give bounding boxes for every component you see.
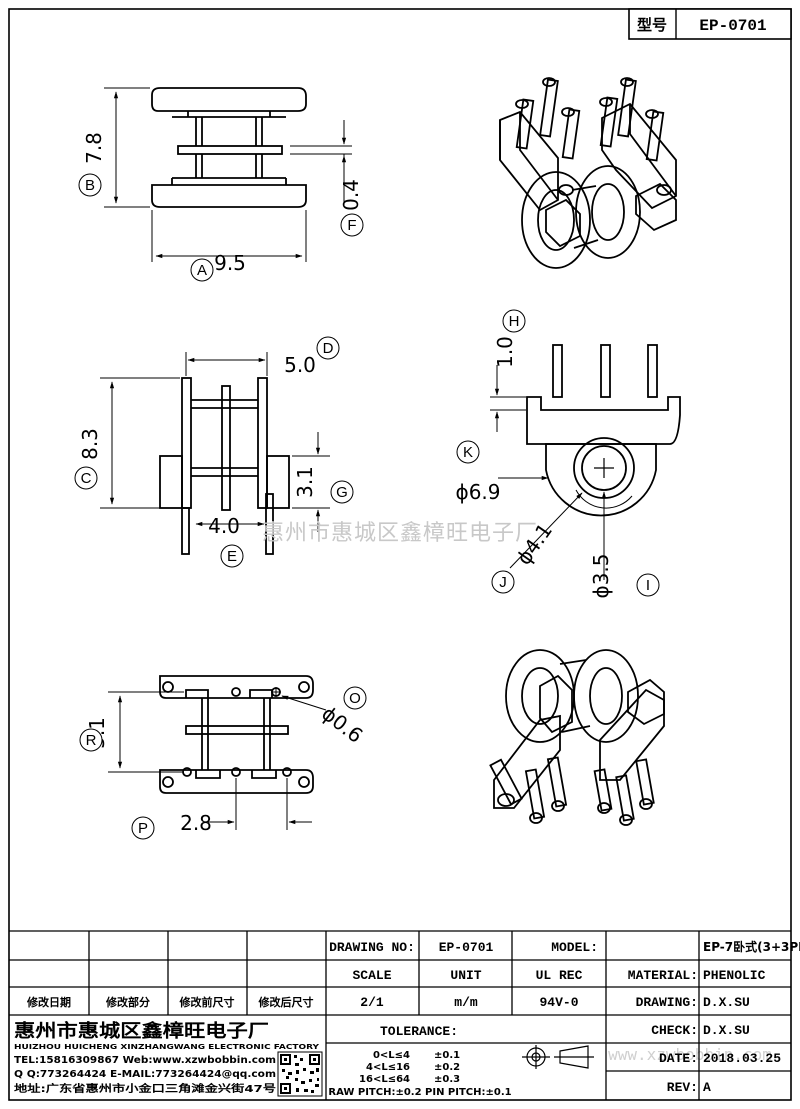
scale-label: SCALE	[352, 968, 391, 983]
svg-text:G: G	[336, 484, 348, 501]
side-view	[159, 377, 290, 555]
model-label: MODEL:	[551, 940, 598, 955]
svg-text:J: J	[499, 574, 507, 591]
company-name-cn: 惠州市惠城区鑫樟旺电子厂	[14, 1020, 269, 1042]
part-number: EP-0701	[699, 17, 766, 35]
dimension-b-value: 7.8	[82, 132, 106, 164]
front-view	[151, 87, 307, 208]
projection-symbol-icon	[522, 1045, 594, 1069]
tolerance-value-2: ±0.2	[434, 1062, 460, 1073]
callout-c: C	[74, 466, 98, 490]
end-view	[526, 344, 681, 517]
material-value: PHENOLIC	[703, 968, 766, 983]
title-block: DRAWING NO: EP-0701 MODEL: EP-7卧式(3+3PIN…	[9, 930, 800, 1100]
svg-text:I: I	[646, 577, 650, 594]
date-label: DATE:	[659, 1051, 698, 1066]
svg-text:P: P	[138, 820, 148, 837]
qr-code-icon	[277, 1051, 323, 1097]
dimension-p-value: 2.8	[180, 811, 212, 835]
pitch-tolerance: RAW PITCH:±0.2 PIN PITCH:±0.1	[328, 1087, 511, 1098]
svg-text:H: H	[509, 313, 520, 330]
dimension-e-value: 4.0	[208, 514, 240, 538]
dimension-g-value: 3.1	[293, 466, 317, 498]
unit-value: m/m	[454, 995, 478, 1010]
drawing-no-value: EP-0701	[439, 940, 494, 955]
tolerance-range-1: 0<L≤4	[373, 1050, 410, 1061]
date-value: 2018.03.25	[703, 1051, 781, 1066]
rev-table-header-2: 修改部分	[105, 995, 150, 1009]
drawing-label: DRAWING:	[636, 995, 698, 1010]
callout-i: I	[636, 573, 660, 597]
dimension-h-value: 1.0	[493, 336, 517, 368]
company-tel-web: TEL:15816309867 Web:www.xzwbobbin.com	[14, 1055, 276, 1066]
callout-j: J	[491, 570, 515, 594]
company-address: 地址:广东省惠州市小金口三角滩金兴街47号	[14, 1082, 276, 1095]
drawing-no-label: DRAWING NO:	[329, 940, 415, 955]
material-label: MATERIAL:	[628, 968, 698, 983]
dimension-a-value: 9.5	[214, 251, 246, 275]
svg-text:K: K	[463, 444, 473, 461]
dimension-c-value: 8.3	[78, 428, 102, 460]
dimension-i-value: ϕ3.5	[589, 554, 613, 599]
ul-rec-label: UL REC	[536, 968, 583, 983]
isometric-view-top	[499, 77, 677, 269]
callout-f: F	[340, 213, 364, 237]
callout-p: P	[131, 816, 155, 840]
callout-o: O	[343, 686, 367, 710]
callout-d: D	[316, 336, 340, 360]
dimension-k-value: ϕ6.9	[456, 480, 501, 504]
tolerance-label: TOLERANCE:	[380, 1024, 458, 1039]
tolerance-range-3: 16<L≤64	[359, 1074, 410, 1085]
ul-rec-value: 94V-0	[539, 995, 578, 1010]
watermark-site: www.xzwbobbin.com	[608, 1045, 772, 1064]
type-label: 型号	[637, 16, 667, 34]
callout-k: K	[456, 440, 480, 464]
front-view-dimensions	[104, 87, 352, 262]
tolerance-value-3: ±0.3	[434, 1074, 460, 1085]
rev-table-header-3: 修改前尺寸	[179, 995, 235, 1009]
watermark-text: 惠州市惠城区鑫樟旺电子厂	[262, 521, 538, 546]
callout-e: E	[220, 544, 244, 568]
svg-text:E: E	[227, 548, 237, 565]
isometric-view-bottom	[489, 649, 665, 826]
callout-g: G	[330, 480, 354, 504]
check-by-value: D.X.SU	[703, 1023, 750, 1038]
scale-value: 2/1	[360, 995, 384, 1010]
svg-text:B: B	[85, 177, 95, 194]
tolerance-range-2: 4<L≤16	[366, 1062, 410, 1073]
svg-text:C: C	[81, 470, 92, 487]
dimension-d-value: 5.0	[284, 353, 316, 377]
svg-text:O: O	[349, 690, 361, 707]
svg-text:D: D	[323, 340, 334, 357]
unit-label: UNIT	[450, 968, 481, 983]
callout-h: H	[502, 309, 526, 333]
bottom-view-dimensions	[108, 691, 327, 830]
svg-text:F: F	[347, 217, 356, 234]
end-view-dimensions	[490, 365, 607, 580]
bottom-view	[159, 675, 314, 794]
rev-value: A	[703, 1080, 711, 1095]
check-label: CHECK:	[651, 1023, 698, 1038]
rev-label: REV:	[667, 1080, 698, 1095]
dimension-f-value: 0.4	[339, 179, 363, 211]
svg-text:A: A	[197, 262, 207, 279]
rev-table-header-4: 修改后尺寸	[258, 995, 314, 1009]
drawing-by-value: D.X.SU	[703, 995, 750, 1010]
callout-r: R	[79, 728, 103, 752]
svg-text:R: R	[86, 732, 97, 749]
callout-a: A	[190, 258, 214, 282]
drawing-border	[8, 8, 792, 1101]
callout-b: B	[78, 173, 102, 197]
header-box: 型号 EP-0701	[628, 8, 792, 40]
side-view-dimensions	[100, 352, 330, 532]
tolerance-value-1: ±0.1	[434, 1050, 460, 1061]
rev-table-header-1: 修改日期	[26, 995, 71, 1009]
model-value: EP-7卧式(3+3PIN)	[703, 939, 800, 954]
company-name-en: HUIZHOU HUICHENG XINZHANGWANG ELECTRONIC…	[14, 1043, 320, 1051]
company-qq-email: Q Q:773264424 E-MAIL:773264424@qq.com	[14, 1069, 276, 1080]
